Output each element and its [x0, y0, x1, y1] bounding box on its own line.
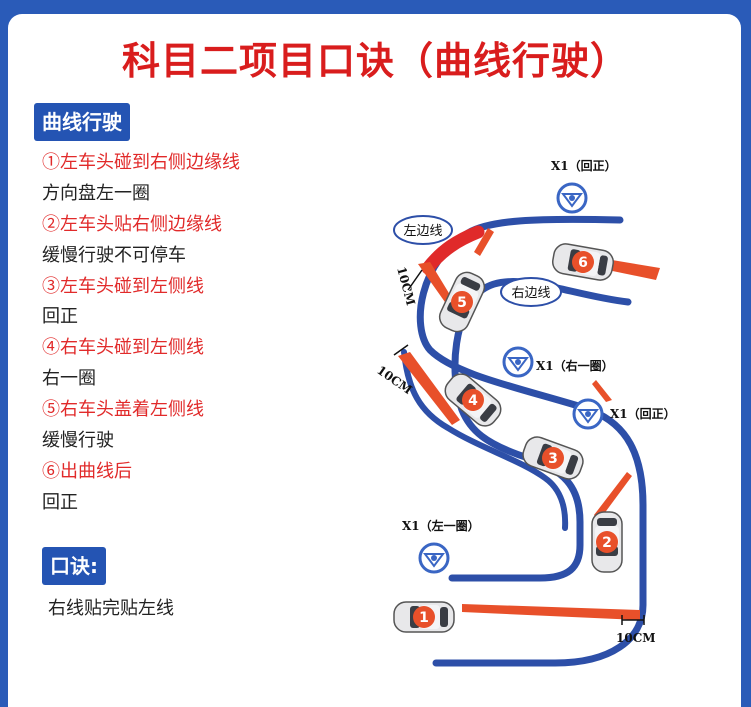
step-item: ③左车头碰到左侧线: [42, 275, 204, 297]
wheel-action-label: X1（右一圈）: [536, 358, 614, 373]
step-list: ①左车头碰到右侧边缘线方向盘左一圈 ②左车头贴右侧边缘线缓慢行驶不可停车 ③左车头碰…: [42, 148, 240, 519]
step-item: 缓慢行驶: [42, 430, 114, 452]
step-item: 缓慢行驶不可停车: [42, 244, 186, 266]
marker-4: [398, 352, 460, 425]
steering-wheel-icon: [502, 346, 534, 378]
marker-5b: [474, 228, 494, 256]
car-3: [518, 432, 588, 484]
car-5: [434, 267, 490, 337]
mnemonic-text: 右线贴完贴左线: [48, 598, 174, 619]
car-2: [591, 511, 623, 573]
step-item: ①左车头碰到右侧边缘线: [42, 152, 240, 173]
inner-boundary-line: [448, 278, 632, 582]
step-item: ⑤右车头盖着左侧线: [42, 399, 204, 421]
car-4: [439, 368, 507, 432]
page-title: 科目二项目口诀（曲线行驶）: [121, 39, 629, 83]
section-tag: 曲线行驶: [34, 103, 130, 141]
steering-wheel-icon: [556, 182, 588, 214]
car-number-4: 4: [468, 393, 478, 409]
car-number-6: 6: [578, 255, 588, 271]
car-6: [550, 241, 616, 283]
right-line-label: 右边线: [511, 286, 550, 301]
car-number-1: 1: [419, 610, 429, 626]
marker-1: [462, 604, 640, 620]
car-number-2: 2: [602, 535, 612, 551]
steering-wheel-icon: [572, 398, 604, 430]
left-line-label: 左边线: [403, 224, 442, 239]
steering-wheel-icon: [418, 542, 450, 574]
left-side-line: [401, 349, 569, 531]
step-item: ②左车头贴右侧边缘线: [42, 213, 222, 235]
content-card: [8, 14, 741, 707]
car-1: [393, 601, 455, 633]
mnemonic-tag: 口诀:: [42, 547, 106, 585]
step-item: ⑥出曲线后: [42, 460, 132, 482]
wheel-action-label: X1（回正）: [610, 406, 676, 421]
car-number-3: 3: [548, 451, 558, 467]
wheel-action-label: X1（左一圈）: [402, 518, 480, 533]
marker-3: [592, 380, 612, 402]
wheel-action-label: X1（回正）: [551, 158, 617, 173]
car-number-5: 5: [457, 295, 467, 311]
step-item: 回正: [42, 491, 78, 513]
step-item: 回正: [42, 306, 78, 328]
distance-label: 10CM: [616, 631, 656, 645]
step-item: 右一圈: [42, 368, 96, 390]
marker-2: [594, 472, 632, 522]
step-item: 方向盘左一圈: [42, 182, 150, 204]
distance-label: 10CM: [394, 265, 418, 307]
left-line-highlight: [421, 225, 485, 275]
step-item: ④右车头碰到左侧线: [42, 337, 204, 359]
